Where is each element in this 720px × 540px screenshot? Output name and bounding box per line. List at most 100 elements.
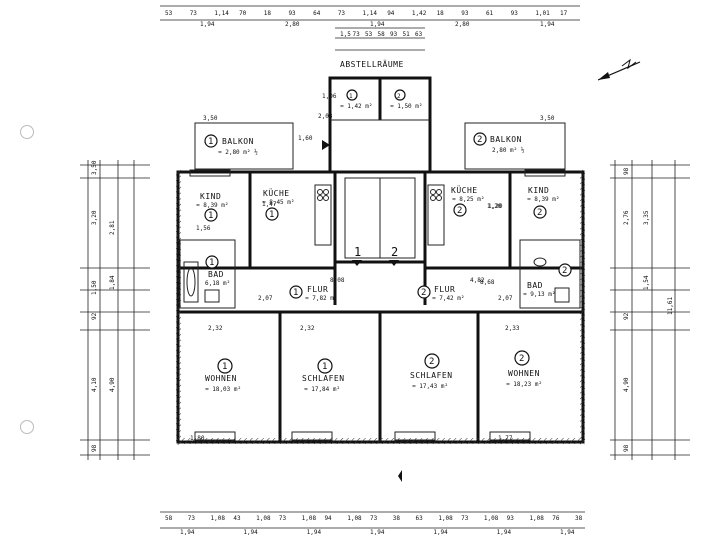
dimension-label: 8,08 [330,277,345,284]
dimension-label: 3,50 [203,115,218,122]
dimension-label: 43 [233,515,241,522]
dimension-label: 1,94 [370,529,385,536]
dimension-label: 58 [378,31,386,38]
dimension-label: 2,33 [505,325,520,332]
wohnen-right-num: 2 [519,354,524,364]
dimension-label: 1,06 [322,93,337,100]
dimension-label: 38 [393,515,401,522]
storage-area-right: ≈ 1,50 m² [390,103,423,110]
dimension-label: 1,77 [498,435,513,442]
dimension-label: 17 [560,10,568,17]
wohnen-right-area: ≈ 18,23 m² [506,381,542,388]
dimension-label: 1,14 [363,10,378,17]
dimension-label: 1,94 [243,529,258,536]
dimension-label: 93 [507,515,515,522]
dimension-label: 73 [279,515,287,522]
dimension-label: 2,80 [285,21,300,28]
dimension-label: 2,32 [300,325,315,332]
dimension-label: 51 [403,31,411,38]
wohnen-left-num: 1 [222,362,227,372]
windows [189,169,566,441]
dimension-label: 18 [437,10,445,17]
right-dimension-chain [610,160,690,460]
dimension-label: 73 [190,10,198,17]
balcony-right-area: 2,80 m² ½ [492,147,525,154]
balcony-left-num: 1 [208,137,213,147]
storage-num-right: 2 [397,93,401,100]
kueche-left-title: KÜCHE [263,188,290,198]
dimension-label: 73 [461,515,469,522]
balcony-left-title: BALKON [222,137,254,146]
kueche-right-title: KÜCHE [451,185,478,195]
dimension-label: 1,94 [200,21,215,28]
dimension-label: 1,80 [190,435,205,442]
dimension-label: 2,76 [623,210,630,225]
flur-right-title: FLUR [434,285,455,294]
dimension-label: 1,94 [540,21,555,28]
dimension-label: 1,47 [262,201,277,208]
storage-num-left: 1 [349,93,353,100]
balcony-right-title: BALKON [490,135,522,144]
bad-left-num: 1 [209,258,214,268]
binder-hole-icon [20,125,34,139]
dimension-label: 1,01 [535,10,550,17]
kind-right-num: 2 [537,208,542,218]
dimension-label: 1,94 [180,529,195,536]
dimension-label: 1,94 [433,529,448,536]
dimension-label: 1,08 [529,515,544,522]
dimension-label: 1,94 [370,21,385,28]
dimension-label: 18 [264,10,272,17]
room-labels: ABSTELLRÄUME 1 ≈ 1,42 m² 2 ≈ 1,50 m² 1 B… [196,59,572,482]
dimension-label: 2,32 [208,325,223,332]
dimension-label: 1,08 [438,515,453,522]
dimension-label: 8,68 [480,279,495,286]
dimension-label: 61 [486,10,494,17]
flur-right-num: 2 [421,288,426,298]
dimension-label: 2,03 [318,113,333,120]
dimension-label: 94 [324,515,332,522]
dimension-label: 73 [188,515,196,522]
bad-right-num: 2 [562,266,567,276]
dimension-label: 64 [313,10,321,17]
dimension-label: 3,50 [540,115,555,122]
bad-right-area: ≈ 9,13 m² [523,291,556,298]
storage-title: ABSTELLRÄUME [340,59,404,69]
dimension-label: 1,94 [497,529,512,536]
dimension-label: 3,50 [91,160,98,175]
schlafen-left-title: SCHLAFEN [302,374,345,383]
kind-left-area: ≈ 8,39 m² [196,202,229,209]
dimension-label: 1,08 [347,515,362,522]
dimension-label: 4,82 [470,277,485,284]
dimension-label: 73 [338,10,346,17]
dimension-label: 92 [91,312,98,320]
dimension-label: 1,08 [484,515,499,522]
dimension-label: 1,50 [91,280,98,295]
dimension-label: 58 [165,515,173,522]
dimension-label: 4,90 [109,377,116,392]
kind-right-title: KIND [528,186,549,195]
dimension-label: 1,60 [298,135,313,142]
flur-right-area: ≈ 7,42 m² [432,295,465,302]
building-walls [176,76,585,445]
kind-left-title: KIND [200,192,221,201]
dimension-label: 1,08 [256,515,271,522]
flur-left-num: 1 [293,288,298,298]
entrance-left-num: 1 [354,245,361,259]
dimension-label: 53 [365,31,373,38]
dimension-label: 1,08 [302,515,317,522]
kind-left-num: 1 [208,211,213,221]
dimension-label: 3,20 [91,210,98,225]
dimension-label: 70 [239,10,247,17]
dimension-label: 1,84 [109,275,116,290]
bad-left-area: 6,18 m² [205,280,230,287]
bad-right-title: BAD [527,281,543,290]
kitchen-fixtures [314,184,445,246]
balcony-right-num: 2 [477,135,482,145]
dimension-label: 94 [387,10,395,17]
schlafen-right-num: 2 [429,357,434,367]
bottom-dimension-chain [160,511,585,529]
